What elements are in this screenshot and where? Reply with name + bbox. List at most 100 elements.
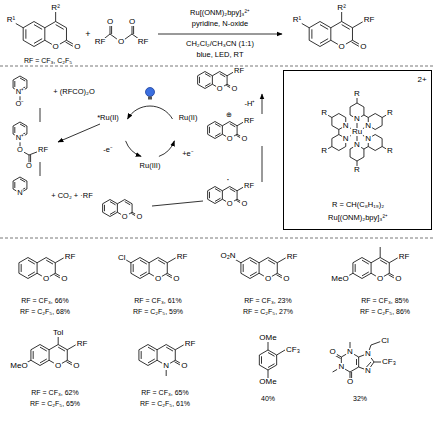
cycle-arc (159, 141, 175, 157)
atom-label: N (353, 115, 361, 123)
product-structure (232, 258, 287, 280)
atom-label: R (320, 147, 328, 155)
atom-label: O (106, 18, 114, 26)
atom-label: RF (233, 67, 245, 75)
atom-label: O (226, 200, 234, 208)
mechanism-label: *Ru(II) (96, 114, 120, 122)
atom-label: N (364, 367, 372, 375)
atom-label: RF (64, 253, 77, 261)
yield-label: RF = CF₃, 66% (20, 297, 69, 304)
atom-label: N (346, 348, 354, 356)
condition-text: pyridine, N-oxide (191, 20, 249, 28)
atom-label: RF (184, 340, 197, 348)
mechanism-label: -e⁻ (102, 146, 114, 154)
atom-label: ⊕ (225, 111, 233, 118)
catalyst-box: 2+ R = CH(C₈H₁₉)₂ Ru[(ONM)₂bpy]₃²⁺ (283, 70, 432, 230)
atom-label: O₂N (219, 252, 236, 260)
mechanism-label: + CO₂ + ·RF (50, 192, 94, 200)
atom-label: O (121, 213, 129, 221)
atom-label: RF (286, 253, 299, 261)
product-structure (22, 334, 77, 367)
mechanism-label: Ru(III) (139, 162, 162, 170)
atom-label: MeO (9, 362, 28, 370)
condition-text: RF = CF₃, C₂F₅ (23, 57, 73, 64)
catalyst-structure (327, 97, 388, 167)
atom-label: O (230, 85, 238, 93)
mechanism-arrow (40, 108, 100, 176)
atom-label: RF (137, 38, 150, 46)
bipyridine-bond (364, 115, 368, 118)
mechanism-label: +e⁻ (181, 150, 195, 158)
atom-label: R¹ (6, 16, 16, 24)
atom-label: RF (243, 117, 255, 125)
atom-label: N (364, 122, 372, 130)
atom-label: O (337, 43, 345, 51)
atom-label: N (337, 363, 345, 371)
catalyst-name: Ru[(ONM)₂bpy]₃²⁺ (328, 214, 388, 222)
atom-label: RF (76, 340, 89, 348)
atom-label: R² (336, 4, 346, 12)
atom-label: O (359, 43, 367, 51)
cycle-arc (128, 106, 173, 119)
atom-label: O (16, 146, 24, 154)
atom-label: RF (243, 182, 255, 190)
atom-label: RF (37, 146, 49, 154)
reaction-arrow (158, 34, 282, 35)
atom-label: O (172, 275, 180, 283)
yield-label: RF = C₂F₅, 61% (139, 400, 191, 407)
atom-label: O (180, 362, 188, 370)
atom-label: R¹ (292, 16, 302, 24)
atom-label: N⁺ (15, 88, 25, 96)
yield-label: RF = CF₃, 62% (30, 389, 79, 396)
atom-label: RF (94, 38, 107, 46)
atom-label: CF₃ (285, 346, 301, 354)
atom-label: O (376, 275, 384, 283)
atom-label: Cl (117, 254, 127, 262)
atom-label: R (353, 166, 361, 174)
yield-label: RF = CF₃, 23% (243, 297, 292, 304)
condition-text: CH₂Cl₂/CH₃CN (1:1) (185, 40, 255, 48)
cycle-arc (126, 141, 142, 157)
product-structure (139, 345, 184, 377)
condition-text: Ru[(ONM)₂bpy]₃²⁺ (189, 9, 251, 17)
atom-label: N (342, 135, 350, 143)
atom-label: O (226, 135, 234, 143)
acyloxypyridinium (13, 122, 42, 166)
atom-label: N (364, 350, 372, 358)
mechanism-label: Ru(II) (178, 114, 199, 122)
atom-label: CF₃ (381, 358, 397, 366)
atom-label: Tol (52, 329, 64, 337)
atom-label: O (51, 43, 59, 51)
yield-label: RF = C₂F₅, 68% (19, 308, 71, 315)
atom-label: N (342, 122, 350, 130)
yield-label: RF = C₂F₅, 59% (132, 308, 184, 315)
mechanism-arrow (152, 94, 262, 206)
atom-label: · (225, 175, 230, 185)
product-structure (332, 341, 384, 382)
atom-label: RF (176, 253, 189, 261)
coumarin-product (298, 9, 363, 48)
atom-label: O (73, 43, 81, 51)
mechanism-label: -H⁺ (244, 100, 257, 108)
atom-label: O (128, 18, 136, 26)
section-divider (0, 66, 435, 238)
yield-label: RF = C₂F₅, 65% (29, 400, 81, 407)
atom-label: R (353, 90, 361, 98)
atom-label: Ru (351, 128, 363, 136)
atom-label: O (346, 378, 354, 386)
condition-text: blue, LED, RT (196, 51, 245, 59)
atom-label: R (320, 109, 328, 117)
coumarin-reactant (12, 9, 77, 48)
atom-label: R² (50, 4, 60, 12)
product-structure (259, 340, 285, 380)
atom-label: O (394, 275, 402, 283)
product-structure (344, 247, 399, 280)
substituent-definition: R = CH(C₈H₁₉)₂ (332, 201, 384, 209)
atom-label: O (216, 85, 224, 93)
atom-label: O (135, 213, 143, 221)
atom-label: O (264, 275, 272, 283)
atom-label: O⁻ (15, 100, 26, 108)
yield-label: 40% (260, 395, 276, 402)
atom-label: R (386, 109, 394, 117)
charge-label: 2+ (417, 76, 426, 84)
